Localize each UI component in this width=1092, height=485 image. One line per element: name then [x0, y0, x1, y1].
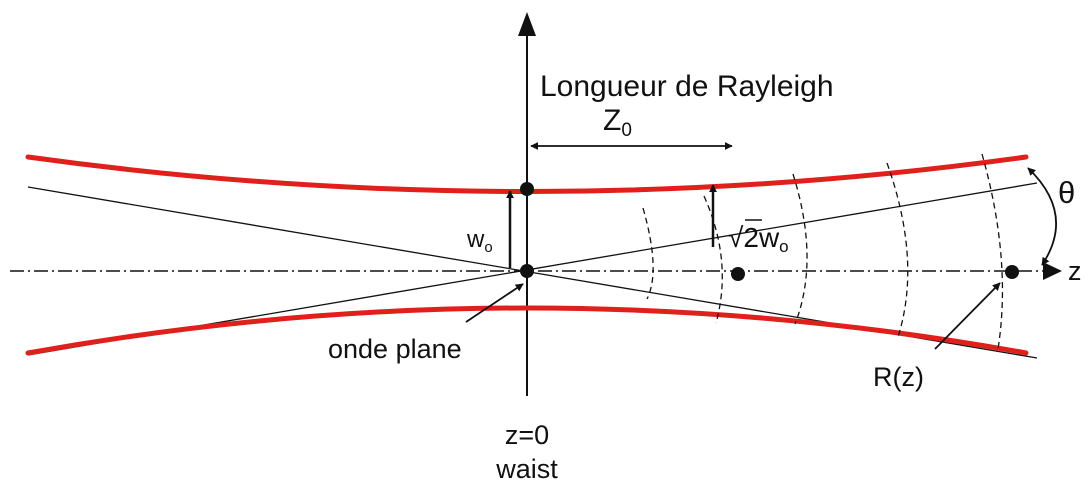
- z0-main: Z: [603, 104, 621, 137]
- wavefront-arc: [981, 153, 1004, 350]
- sqrt-two-w0-main: 2w: [743, 222, 780, 253]
- origin-label: z=0: [505, 420, 549, 450]
- origin-point: [520, 264, 534, 278]
- waist-top-point: [520, 182, 534, 196]
- rayleigh-point: [731, 267, 745, 281]
- w0-label: wo: [466, 226, 493, 256]
- rayleigh-title: Longueur de Rayleigh: [540, 70, 834, 103]
- sqrt-symbol: √: [728, 222, 744, 253]
- w0-main: w: [466, 226, 485, 253]
- wavefront-arc: [886, 162, 909, 338]
- radius-label: R(z): [873, 362, 924, 392]
- wavefront-arc: [642, 207, 654, 300]
- plane-wave-label: onde plane: [328, 334, 462, 364]
- divergence-angle-arc: [1027, 167, 1057, 266]
- w0-sub: o: [484, 239, 492, 256]
- beam-envelope-lower: [25, 305, 1029, 356]
- sqrt-two-w0-label: √2wo: [728, 222, 789, 256]
- theta-label: θ: [1058, 175, 1075, 210]
- z0-sub: 0: [621, 120, 632, 141]
- sqrt-two-w0-sub: o: [779, 237, 788, 256]
- wavefront-arc: [792, 173, 808, 325]
- radius-pointer-arrow: [934, 282, 1001, 350]
- curvature-center-point: [1005, 265, 1019, 279]
- waist-label: waist: [495, 454, 558, 484]
- axis-z-label: z: [1068, 256, 1082, 286]
- axis-arrow-icon: [1043, 262, 1062, 280]
- wavefront-arc: [703, 195, 723, 324]
- plane-wave-pointer-arrow: [465, 283, 524, 323]
- z0-label: Z0: [603, 104, 632, 141]
- vertical-axis-arrow-icon: [518, 12, 536, 36]
